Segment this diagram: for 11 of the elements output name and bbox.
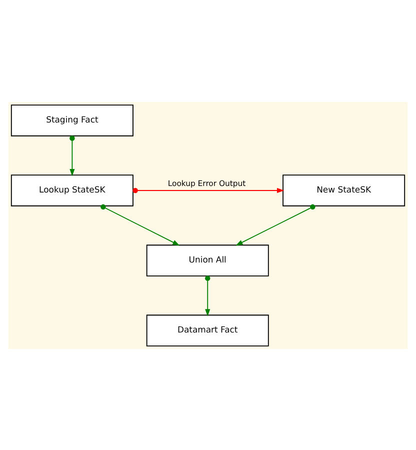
node-box: Datamart Fact	[146, 314, 269, 346]
node-box: Union All	[146, 244, 269, 276]
arrow	[205, 275, 210, 316]
edge-label: Lookup Error Output	[168, 178, 246, 188]
node-box: Lookup StateSK	[10, 174, 134, 206]
node-box: Staging Fact	[10, 104, 134, 136]
arrow	[132, 187, 284, 193]
arrow	[236, 204, 316, 246]
node-box: New StateSK	[282, 174, 406, 206]
arrow	[100, 204, 180, 246]
arrow	[70, 135, 75, 176]
